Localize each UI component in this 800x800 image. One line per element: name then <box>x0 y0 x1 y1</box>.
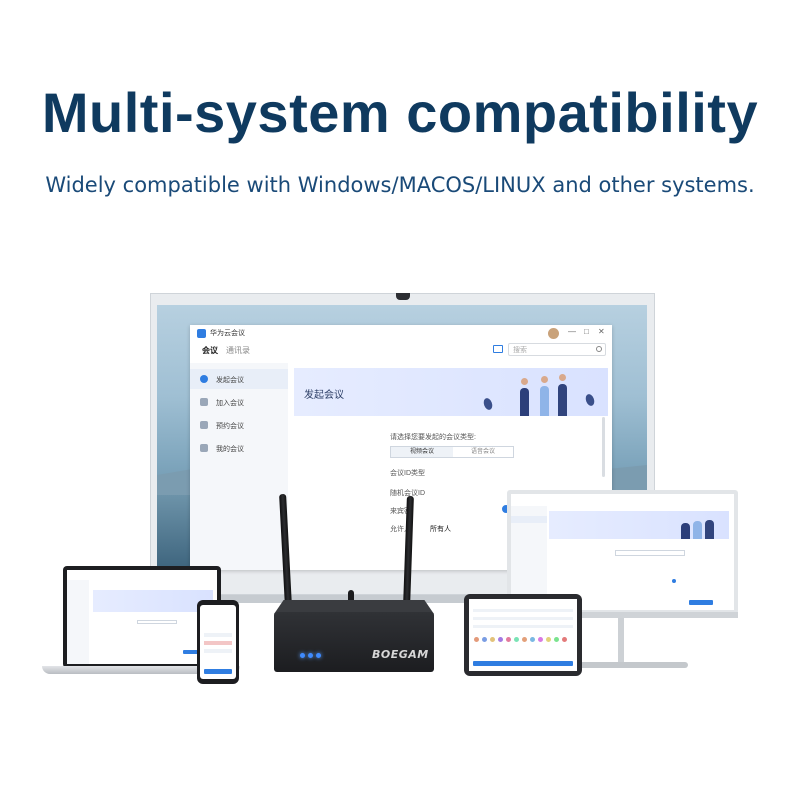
close-button[interactable]: ✕ <box>598 327 605 336</box>
guest-password-label: 来宾密 <box>390 508 411 515</box>
avatar <box>482 637 487 642</box>
tab-contacts[interactable]: 通讯录 <box>226 346 250 355</box>
avatar <box>538 637 543 642</box>
video-meeting-option[interactable]: 视频会议 <box>391 447 453 457</box>
avatar[interactable] <box>548 328 559 339</box>
monitor-segment[interactable] <box>615 550 685 556</box>
person-illustration <box>705 520 714 539</box>
person-head <box>521 378 528 385</box>
phone-screen <box>200 605 236 679</box>
monitor-chin <box>507 612 738 618</box>
tablet-row <box>473 625 573 628</box>
tablet-join-button[interactable] <box>473 661 573 666</box>
page-banner: 发起会议 <box>294 368 608 416</box>
laptop-banner <box>93 590 213 612</box>
status-led <box>316 653 321 658</box>
allow-join-select[interactable]: 所有人 <box>430 526 451 533</box>
laptop-segment[interactable] <box>137 620 177 624</box>
person-head <box>541 376 548 383</box>
tablet-row <box>473 609 573 612</box>
subheadline: Widely compatible with Windows/MACOS/LIN… <box>45 173 755 197</box>
laptop-screen <box>67 570 217 664</box>
monitor-neck <box>618 618 624 662</box>
router-box <box>274 612 434 672</box>
tablet-screen <box>469 599 577 671</box>
person-illustration <box>681 523 690 539</box>
avatar <box>490 637 495 642</box>
monitor-banner <box>549 511 729 539</box>
laptop-base <box>42 666 240 674</box>
person-illustration <box>540 386 549 416</box>
person-head <box>559 374 566 381</box>
sidebar-item-label: 预约会议 <box>216 423 244 430</box>
headline: Multi-system compatibility <box>41 81 759 144</box>
random-id-option[interactable]: 随机会议ID <box>390 490 425 497</box>
screen-share-icon[interactable] <box>493 345 503 353</box>
brand-logo: BOEGAM <box>372 648 429 661</box>
tv-stand <box>210 595 590 603</box>
list-icon <box>200 444 208 452</box>
person-illustration <box>520 388 529 416</box>
title-bar: 华为云会议 — □ ✕ <box>190 325 612 341</box>
sidebar-item-join-meeting[interactable]: 加入会议 <box>190 392 288 412</box>
monitor-sidebar-selected <box>511 516 547 523</box>
monitor-start-button[interactable] <box>689 600 713 605</box>
laptop-start-button[interactable] <box>183 650 201 654</box>
video-call-icon <box>200 375 208 383</box>
avatar <box>530 637 535 642</box>
calendar-icon <box>200 421 208 429</box>
phone-join-button[interactable] <box>204 669 232 674</box>
sidebar-item-label: 加入会议 <box>216 400 244 407</box>
monitor-toggle[interactable] <box>672 579 676 583</box>
avatar <box>554 637 559 642</box>
router-top <box>274 600 434 614</box>
status-led <box>300 653 305 658</box>
search-input[interactable]: 搜索 <box>508 343 606 356</box>
person-illustration <box>693 521 702 539</box>
sidebar-item-label: 我的会议 <box>216 446 244 453</box>
avatar <box>506 637 511 642</box>
avatar <box>514 637 519 642</box>
maximize-button[interactable]: □ <box>584 327 589 336</box>
sidebar: 发起会议 加入会议 预约会议 我的会议 <box>190 363 288 570</box>
allow-join-label: 允许入 <box>390 526 411 533</box>
app-title: 华为云会议 <box>210 330 245 337</box>
meeting-type-selector[interactable]: 视频会议 语音会议 <box>390 446 514 458</box>
app-logo-icon <box>197 329 206 338</box>
page-title: 发起会议 <box>304 390 344 401</box>
plant-illustration <box>482 396 494 412</box>
avatar <box>474 637 479 642</box>
tab-meetings[interactable]: 会议 <box>202 346 218 355</box>
phone-row <box>204 641 232 645</box>
phone-row <box>204 633 232 637</box>
plant-illustration <box>584 392 596 408</box>
sidebar-item-label: 发起会议 <box>216 377 244 384</box>
person-illustration <box>558 384 567 416</box>
scrollbar[interactable] <box>602 417 605 477</box>
sidebar-item-start-meeting[interactable]: 发起会议 <box>190 369 288 389</box>
sidebar-item-my-meetings[interactable]: 我的会议 <box>190 438 288 458</box>
meeting-id-type-label: 会议ID类型 <box>390 470 425 477</box>
avatar <box>522 637 527 642</box>
monitor-foot <box>574 662 688 668</box>
avatar <box>546 637 551 642</box>
phone-row <box>204 649 232 653</box>
audio-meeting-option[interactable]: 语音会议 <box>470 449 495 455</box>
camera-icon <box>396 293 410 300</box>
tablet-row <box>473 617 573 620</box>
search-placeholder: 搜索 <box>513 347 527 354</box>
meeting-type-prompt: 请选择您要发起的会议类型: <box>390 434 476 441</box>
laptop-sidebar <box>67 580 89 664</box>
monitor-sidebar <box>511 506 547 610</box>
sidebar-item-schedule-meeting[interactable]: 预约会议 <box>190 415 288 435</box>
status-led <box>308 653 313 658</box>
guest-password-toggle[interactable] <box>502 505 510 513</box>
avatar <box>562 637 567 642</box>
join-icon <box>200 398 208 406</box>
minimize-button[interactable]: — <box>568 327 576 336</box>
search-icon[interactable] <box>596 346 602 352</box>
avatar <box>498 637 503 642</box>
